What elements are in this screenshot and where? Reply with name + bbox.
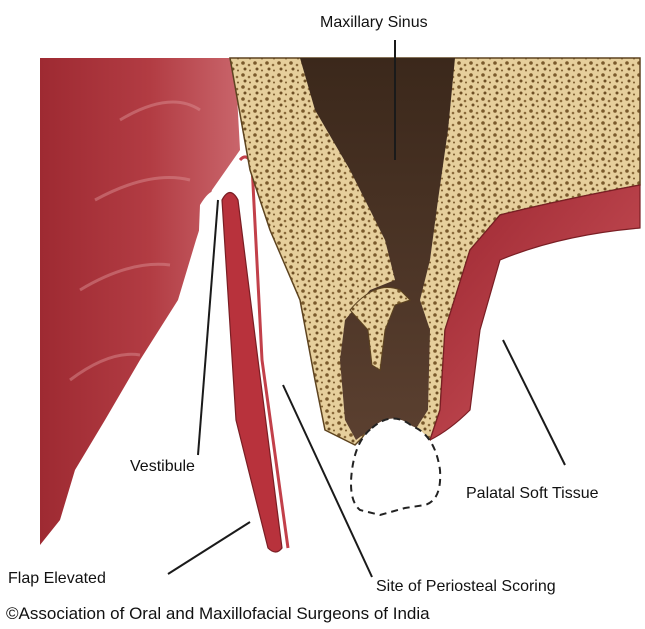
- label-vestibule: Vestibule: [130, 459, 195, 475]
- label-site-of-periosteal-scoring: Site of Periosteal Scoring: [376, 579, 556, 595]
- leader-flap-elevated: [168, 522, 250, 574]
- label-flap-elevated: Flap Elevated: [8, 571, 106, 587]
- copyright-notice: ©Association of Oral and Maxillofacial S…: [6, 605, 430, 622]
- label-palatal-soft-tissue: Palatal Soft Tissue: [466, 486, 599, 502]
- label-maxillary-sinus: Maxillary Sinus: [320, 15, 428, 31]
- leader-palatal-soft-tissue: [503, 340, 565, 465]
